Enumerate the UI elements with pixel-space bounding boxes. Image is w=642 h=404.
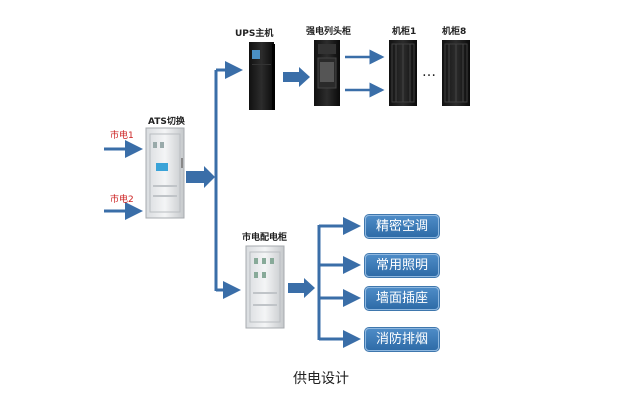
distribution-cabinet-image [245,245,285,329]
ats-cabinet-image [145,127,185,219]
rack8-label: 机柜8 [442,27,467,37]
ups-cabinet-image [249,42,275,110]
rack8-image [442,40,470,106]
load-wall-sockets: 墙面插座 [365,287,439,310]
ats-to-bus-arrow [186,166,215,188]
ups-to-strong-arrow [283,67,310,87]
distribution-bus [214,61,243,299]
load-general-lighting: 常用照明 [365,254,439,277]
distribution-cabinet-label: 市电配电柜 [242,233,288,243]
mains2-label: 市电2 [110,195,134,205]
rack1-label: 机柜1 [392,27,417,37]
load-precision-ac: 精密空调 [365,215,439,238]
load-bus [317,217,361,348]
ellipsis-label: … [422,64,437,80]
mains1-label: 市电1 [110,131,134,141]
rack1-image [389,40,417,106]
strong-cabinet-label: 强电列头柜 [306,27,352,37]
ups-label: UPS主机 [235,29,274,39]
ats-label: ATS切换 [148,117,185,127]
dist-to-loads-arrow [288,278,315,298]
figure-caption: 供电设计 [293,371,349,387]
strong-to-rack-arrows [345,49,385,98]
strong-cabinet-image [314,40,340,106]
load-fire-smoke-exhaust: 消防排烟 [365,328,439,351]
